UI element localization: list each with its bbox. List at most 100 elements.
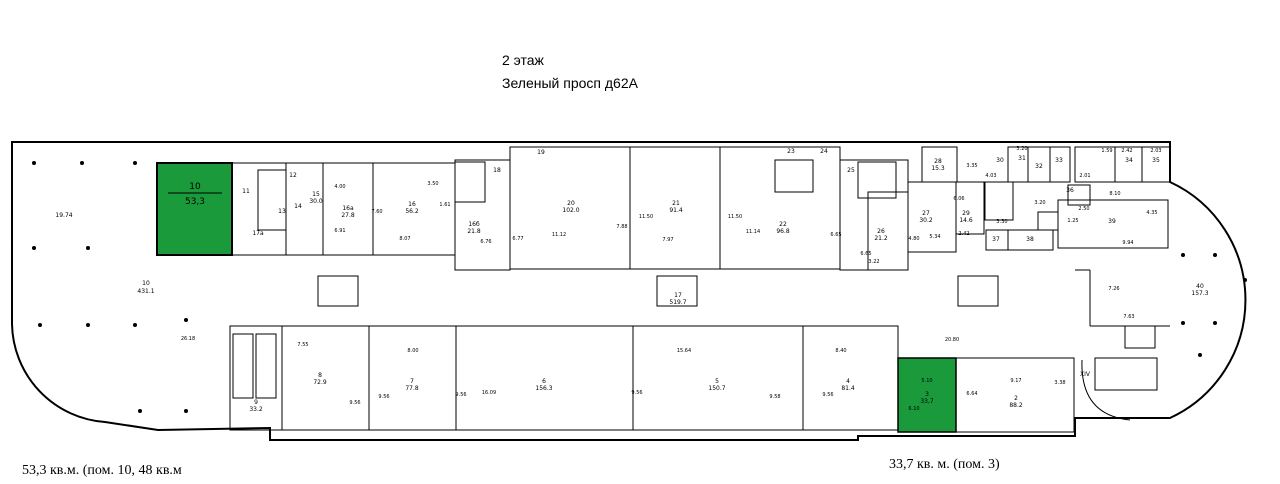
room-label: 10 [142,280,150,287]
building-outline [11,141,1247,441]
room-label: 8 [318,372,322,379]
room-label: 519.7 [669,299,686,306]
room-label: 31 [1018,155,1026,162]
dim-label: 5.34 [929,234,940,240]
room-label: 37 [992,236,1000,243]
room-label: 72.9 [313,379,327,386]
dim-label: 3.35 [966,163,977,169]
dim-label: 9.94 [1122,240,1133,246]
dim-label: 6.76 [480,239,491,245]
dim-label: 7.88 [616,224,627,230]
dim-label: 1.25 [1067,218,1078,224]
upper-block-walls [231,146,1171,271]
room-label: 150.7 [708,385,725,392]
room-3-area: 33,7 [920,398,934,405]
dim-label: 9.56 [455,392,466,398]
dim-label: 9.17 [1010,378,1021,384]
room-label: 20 [567,200,575,207]
room-label: 27.8 [341,212,355,219]
dim-label: 6.91 [334,228,345,234]
dim-label: 2.42 [1121,148,1132,154]
room-label: 91.4 [669,207,683,214]
room-label: 16а [342,205,354,212]
dim-label: 3.22 [868,259,879,265]
dim-label: 6.06 [953,196,964,202]
room-label: 30 [996,157,1004,164]
room-label: 4 [846,378,850,385]
room-label: 2 [1014,395,1018,402]
dimension-labels: 4.00 6.91 7.60 8.07 3.50 1.61 6.76 6.77 … [297,146,1161,412]
dim-label: 7.55 [297,342,308,348]
dim-label: 7.97 [662,237,673,243]
room-label: 16 [408,201,416,208]
room-label: 32 [1035,163,1043,170]
lower-block-walls [229,325,1156,433]
dim-label: 16.09 [482,390,496,396]
room-label: 26 [877,228,885,235]
dim-label: 11.50 [728,214,742,220]
room-label: 15.3 [931,165,945,172]
dim-label: 2.42 [958,231,969,237]
room-label: 102.0 [562,207,579,214]
room-label: 14.6 [959,217,973,224]
room-label: 24 [820,148,828,155]
dim-label: 3.38 [1054,380,1065,386]
dim-label: 2.50 [1078,206,1089,212]
dim-label: 8.00 [407,348,418,354]
dim-label: 3.50 [427,181,438,187]
room-labels: 19.74 10 431.1 26.18 11 12 13 14 15 30.0… [55,148,1208,413]
room-10-area: 53,3 [185,197,205,207]
dim-label: 15.64 [677,348,691,354]
dim-label: 7.63 [1123,314,1134,320]
room-label: 9 [254,399,258,406]
dim-label: 6.77 [512,236,523,242]
room-label: 23 [787,148,795,155]
room-label: 21.8 [467,228,481,235]
room-label: 29 [962,210,970,217]
room-label: 11 [242,188,250,195]
room-label: 27 [922,210,930,217]
dim-label: 9.56 [378,394,389,400]
dim-label: 11.50 [639,214,653,220]
room-label: 12 [289,172,297,179]
dim-label: 1.59 [1101,148,1112,154]
dim-label: 6.64 [966,391,977,397]
rotunda-curve [1081,359,1131,421]
room-label: 16б [468,221,480,228]
dim-label: 20.80 [945,337,959,343]
dim-label: 5.10 [921,378,932,384]
room-label: 28 [934,158,942,165]
room-10-highlight[interactable] [156,162,233,256]
room-label: 81.4 [841,385,855,392]
room-label: 15 [312,191,320,198]
dim-label: 9.58 [769,394,780,400]
room-label: 77.8 [405,385,419,392]
room-label: 33 [1055,157,1063,164]
dim-label: 11.14 [746,229,760,235]
room-label: 6 [542,378,546,385]
dim-label: 8.07 [399,236,410,242]
address-title: Зеленый просп д62А [502,75,639,91]
room-label: 38 [1026,236,1034,243]
room-label: 5 [715,378,719,385]
room-label: 96.8 [776,228,790,235]
dim-label: 3.20 [1034,200,1045,206]
room-label: XIV [1080,371,1091,378]
room-3-number: 3 [925,391,929,398]
floor-title: 2 этаж [502,52,545,68]
room-label: 26.18 [181,336,195,342]
dim-label: 11.12 [552,232,566,238]
room-label: 19 [537,149,545,156]
dim-label: 2.03 [1150,148,1161,154]
dim-label: 1.61 [439,202,450,208]
dim-label: 6.65 [830,232,841,238]
dim-label: 7.26 [1108,286,1119,292]
room-label: 17а [252,230,264,237]
dim-label: 3.30 [996,219,1007,225]
room-label: 25 [847,167,855,174]
dim-label: 4.03 [985,173,996,179]
room-label: 21.2 [874,235,888,242]
room-label: 39 [1108,218,1116,225]
dim-label: 6.10 [908,406,919,412]
